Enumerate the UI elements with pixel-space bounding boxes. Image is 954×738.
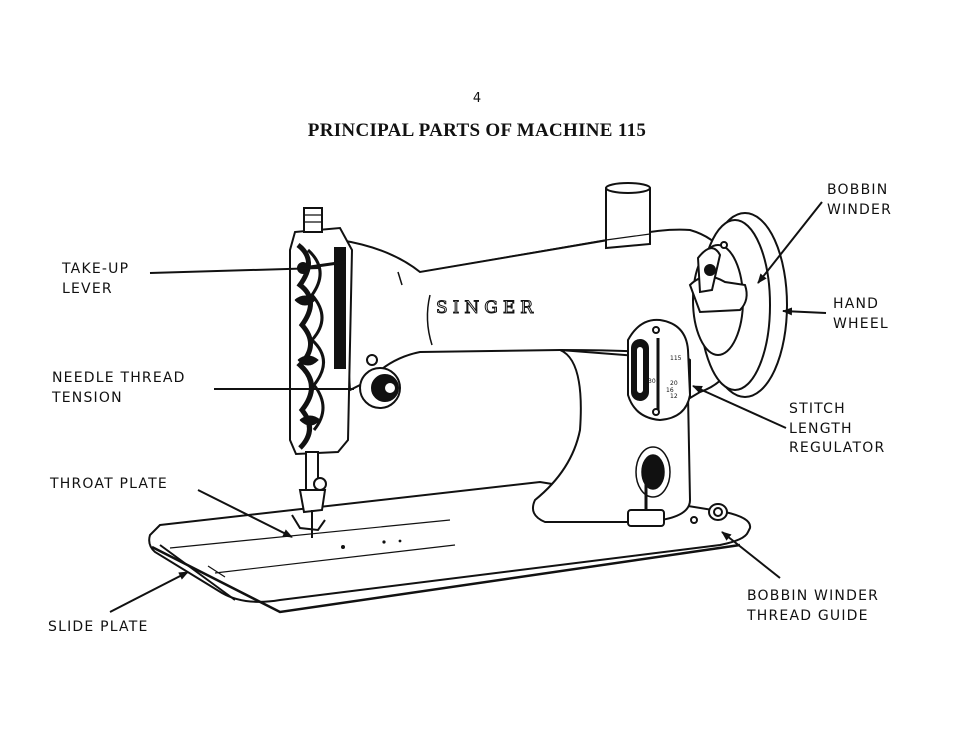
- label-bobbin-winder-thread-guide-line-1: BOBBIN WINDER: [747, 588, 880, 604]
- label-bobbin-winder-line-2: WINDER: [827, 201, 892, 218]
- tension-assembly: [359, 354, 401, 409]
- label-hand-wheel: HAND WHEEL: [833, 295, 889, 334]
- needle-assembly: [291, 451, 327, 538]
- brand-text: SINGER: [436, 298, 538, 319]
- head-face-plate: [289, 207, 354, 456]
- label-stitch-length-regulator-line-2: LENGTH: [789, 420, 853, 437]
- label-take-up-lever-line-2: LEVER: [62, 280, 113, 297]
- leader-take-up-lever: [149, 267, 321, 274]
- leader-throat-plate: [197, 489, 293, 538]
- label-take-up-lever-line-1: TAKE-UP: [62, 261, 130, 277]
- dial-number-4: 12: [670, 393, 678, 400]
- leader-hand-wheel: [782, 307, 827, 316]
- label-needle-thread-tension: NEEDLE THREAD TENSION: [52, 369, 186, 408]
- hand-wheel: [688, 212, 788, 398]
- label-stitch-length-regulator-line-3: REGULATOR: [789, 440, 886, 456]
- label-hand-wheel-line-2: WHEEL: [833, 315, 889, 332]
- model-badge: 115: [670, 355, 682, 362]
- label-bobbin-winder-line-1: BOBBIN: [827, 182, 889, 198]
- brand-logo: SINGER: [436, 298, 538, 318]
- label-needle-thread-tension-line-1: NEEDLE THREAD: [52, 370, 186, 386]
- label-throat-plate-line-1: THROAT PLATE: [50, 476, 168, 492]
- label-stitch-length-regulator-line-1: STITCH: [789, 401, 846, 417]
- dial-number-3: 16: [666, 387, 674, 394]
- page-title: PRINCIPAL PARTS OF MACHINE 115: [307, 120, 647, 141]
- bobbin-winder-thread-guide-part: [627, 472, 728, 527]
- leader-bobbin-winder-thread-guide: [721, 531, 781, 579]
- label-stitch-length-regulator: STITCH LENGTH REGULATOR: [789, 400, 885, 459]
- label-bobbin-winder-thread-guide: BOBBIN WINDER THREAD GUIDE: [747, 587, 879, 626]
- dial-number-2: 20: [670, 380, 678, 387]
- leader-bobbin-winder: [757, 201, 823, 284]
- label-take-up-lever: TAKE-UP LEVER: [62, 260, 129, 299]
- label-needle-thread-tension-line-2: TENSION: [52, 389, 123, 406]
- label-slide-plate: SLIDE PLATE: [48, 618, 149, 638]
- callout-lines: [109, 201, 827, 613]
- label-hand-wheel-line-1: HAND: [833, 296, 880, 312]
- page-number: 4: [472, 91, 482, 106]
- dial-number-1: 30: [648, 378, 656, 385]
- label-throat-plate: THROAT PLATE: [50, 475, 168, 495]
- label-bobbin-winder: BOBBIN WINDER: [827, 181, 892, 220]
- leader-slide-plate: [109, 571, 189, 613]
- leader-stitch-length-regulator: [692, 385, 787, 429]
- stitch-regulator-plate: 115 30 20 16 12: [627, 318, 692, 422]
- label-bobbin-winder-thread-guide-line-2: THREAD GUIDE: [747, 607, 869, 624]
- label-slide-plate-line-1: SLIDE PLATE: [48, 619, 149, 635]
- medallion: [635, 446, 671, 498]
